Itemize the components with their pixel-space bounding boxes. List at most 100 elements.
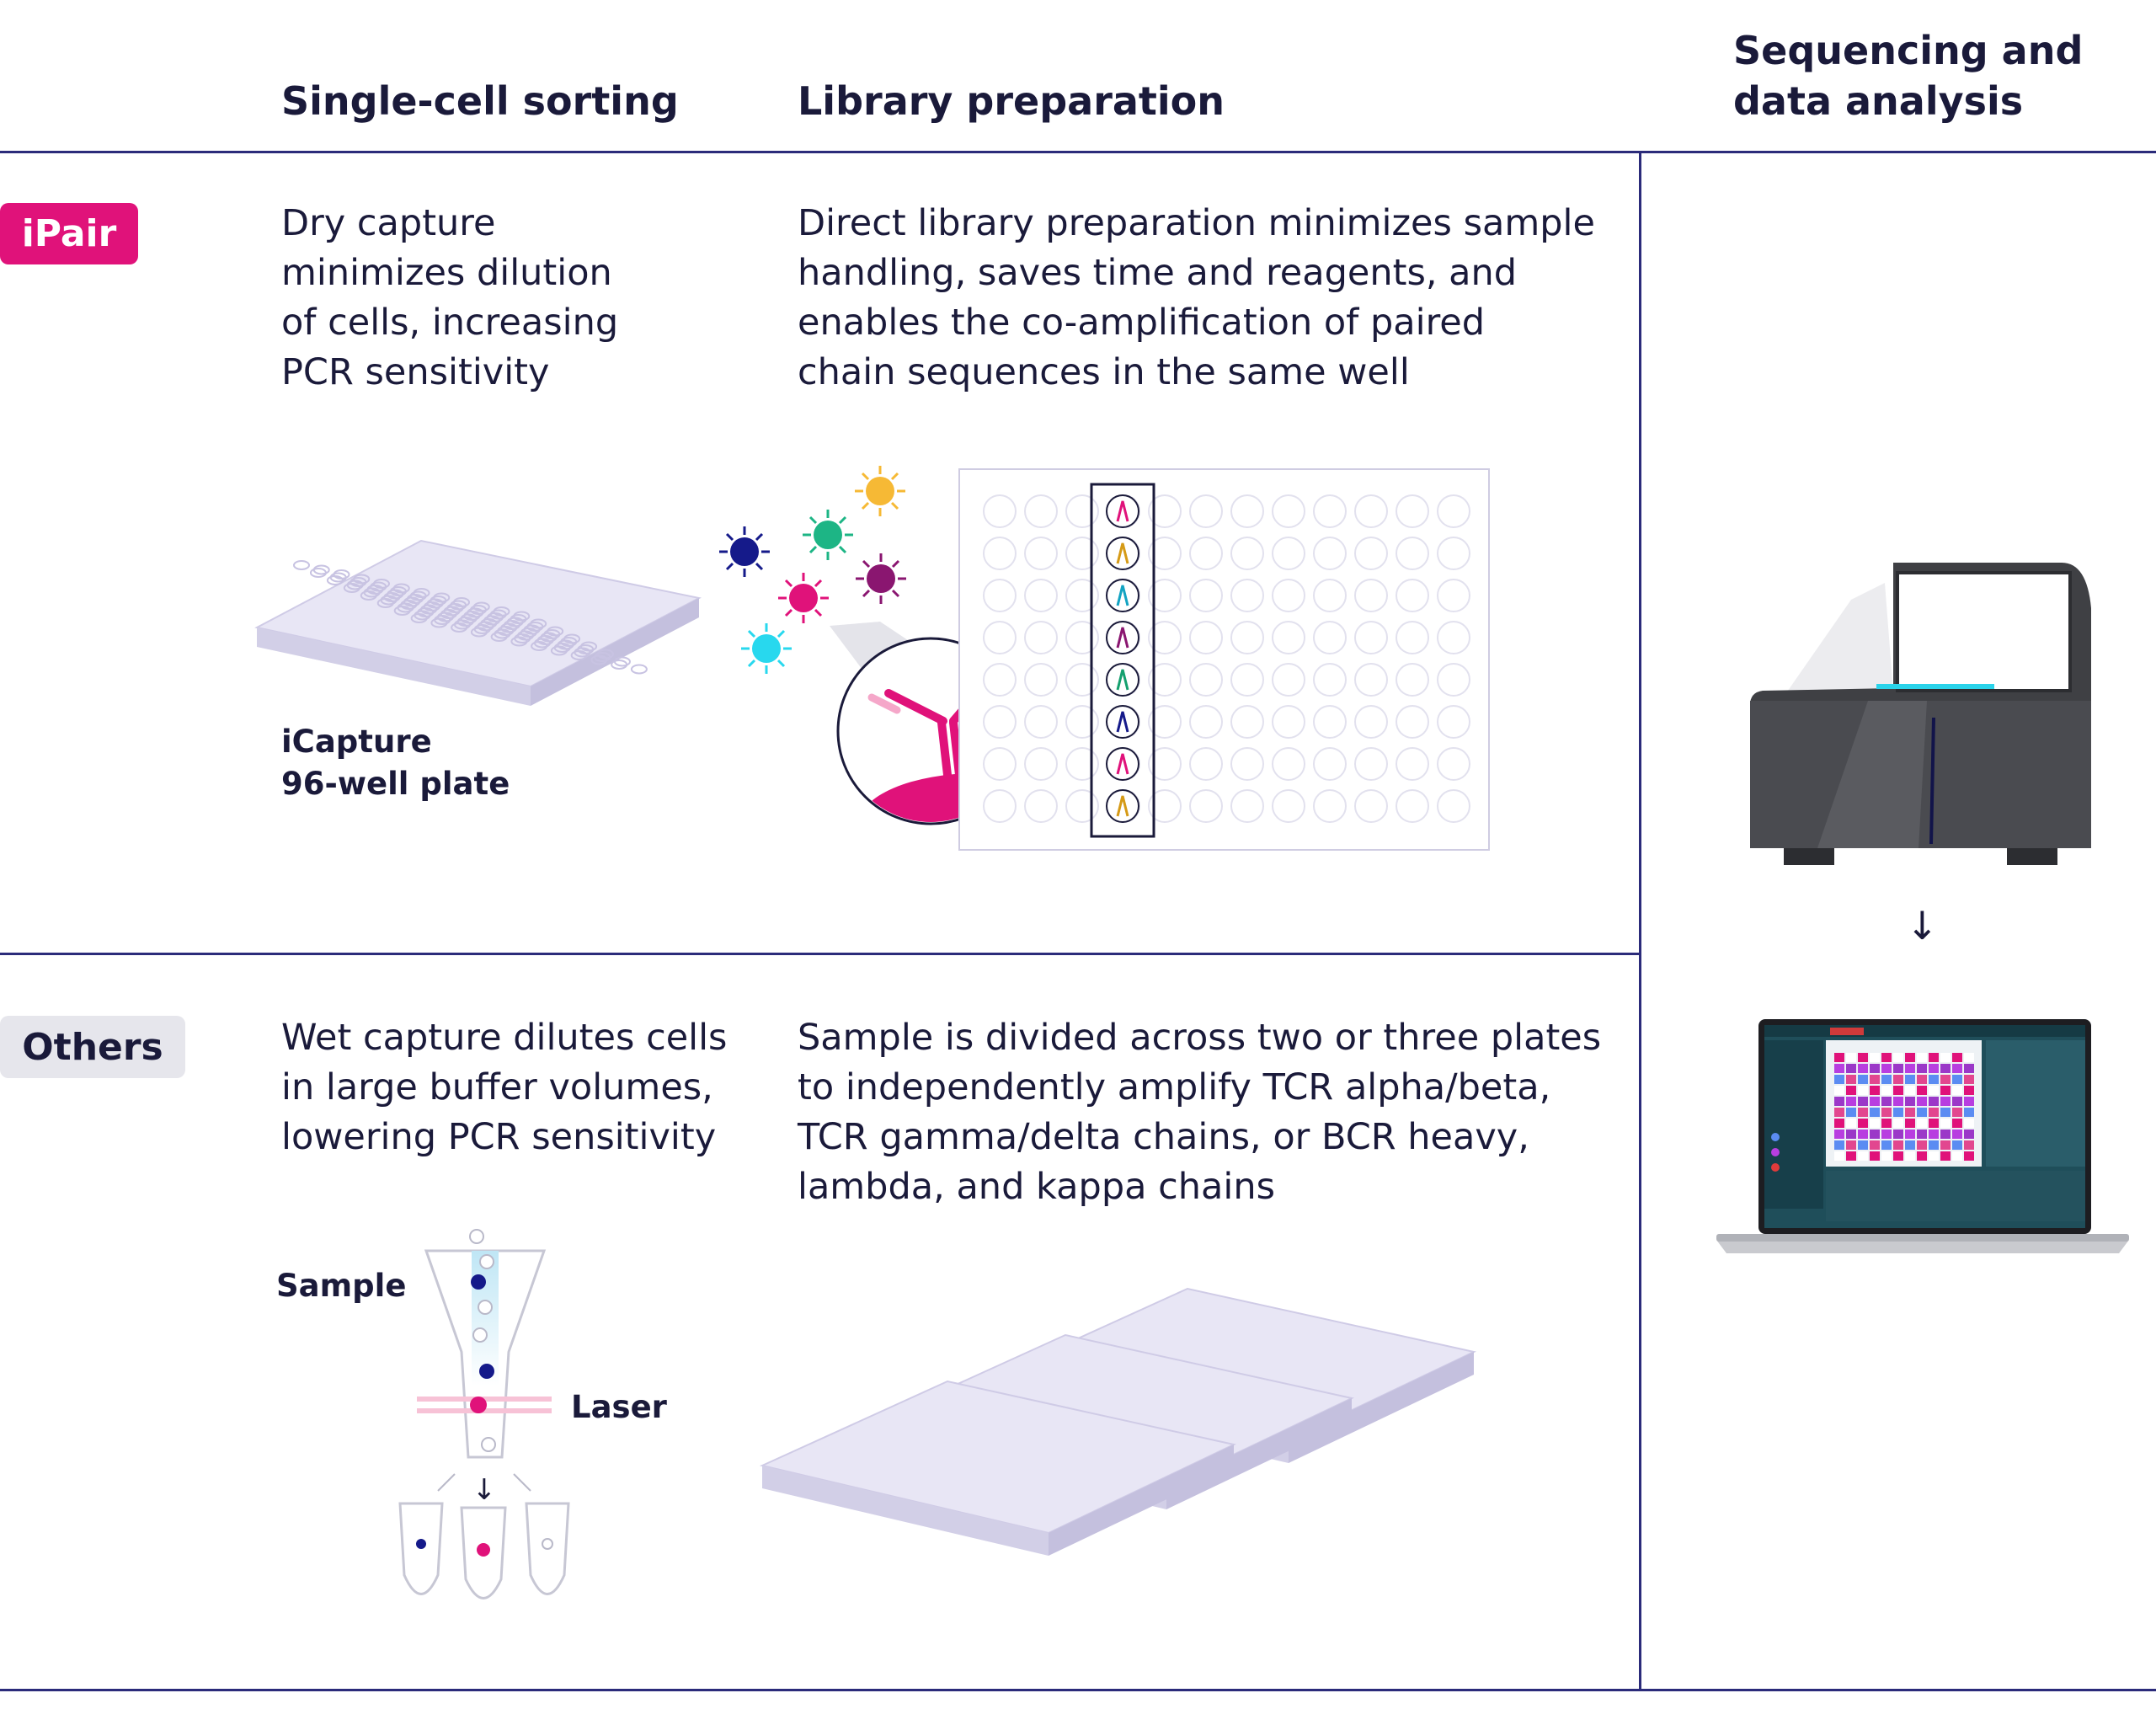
heatmap-cell (1893, 1130, 1903, 1139)
sample-cell (479, 1364, 494, 1379)
heatmap-cell (1964, 1130, 1974, 1139)
heatmap-cell (1846, 1064, 1856, 1073)
header-library-preparation: Library preparation (798, 78, 1225, 124)
plate-well (1024, 494, 1058, 528)
divider-vertical (1639, 152, 1641, 1690)
heatmap-cell (1858, 1108, 1868, 1117)
plate-well (1396, 621, 1429, 654)
plate-well (1437, 537, 1470, 570)
heatmap-cell (1881, 1097, 1892, 1106)
well-sequence-mark (1116, 500, 1129, 522)
heatmap-cell (1881, 1086, 1892, 1095)
heatmap-cell (1893, 1097, 1903, 1106)
icapture-plate-illustration (254, 539, 702, 706)
plate-well (312, 564, 330, 575)
heatmap-cell (1952, 1097, 1962, 1106)
heatmap-cell (1952, 1086, 1962, 1095)
heatmap-cell (1893, 1151, 1903, 1161)
heatmap-cell (1834, 1086, 1844, 1095)
icapture-label-line1: iCapture (281, 724, 432, 760)
heatmap-cell (1917, 1086, 1927, 1095)
heatmap-cell (1929, 1108, 1939, 1117)
heatmap-cell (1870, 1053, 1880, 1062)
others-sorting-line: in large buffer volumes, (281, 1066, 713, 1108)
heatmap-cell (1858, 1053, 1868, 1062)
heatmap-cell (1929, 1086, 1939, 1095)
heatmap-cell (1870, 1130, 1880, 1139)
heatmap-cell (1929, 1064, 1939, 1073)
heatmap-cell (1917, 1119, 1927, 1128)
heatmap-cell (1858, 1119, 1868, 1128)
heatmap-cell (1858, 1140, 1868, 1150)
heatmap-cell (1952, 1151, 1962, 1161)
heatmap-cell (1964, 1064, 1974, 1073)
software-legend-dot (1771, 1133, 1780, 1141)
plate-well (630, 664, 648, 675)
heatmap-cell (1917, 1053, 1927, 1062)
others-library-line: TCR gamma/delta chains, or BCR heavy, (798, 1116, 1529, 1158)
heatmap-cell (1858, 1064, 1868, 1073)
others-sorting-text: Wet capture dilutes cells in large buffe… (281, 1013, 727, 1162)
heatmap-cell (1940, 1086, 1951, 1095)
heatmap-cell (1952, 1075, 1962, 1084)
plate-well (570, 650, 588, 660)
plate-well (1313, 621, 1347, 654)
plate-well (1354, 621, 1388, 654)
heatmap-cell (1940, 1108, 1951, 1117)
highlighted-well (1106, 621, 1139, 654)
highlighted-well (1106, 579, 1139, 612)
heatmap-cell (1834, 1130, 1844, 1139)
heatmap-cell (1905, 1097, 1915, 1106)
plate-well (293, 560, 310, 570)
plate-well (1354, 747, 1388, 781)
heatmap-cell (1940, 1053, 1951, 1062)
plate-well (983, 663, 1017, 697)
ipair-sorting-line: of cells, increasing (281, 302, 619, 344)
heatmap-cell (1905, 1108, 1915, 1117)
plate-well (1189, 663, 1223, 697)
ipair-library-line: chain sequences in the same well (798, 351, 1410, 393)
plate-well (1189, 579, 1223, 612)
heatmap-cell (1940, 1130, 1951, 1139)
plate-well (1065, 494, 1099, 528)
plate-well (983, 494, 1017, 528)
heatmap-cell (1964, 1053, 1974, 1062)
plate-well (1024, 705, 1058, 739)
heatmap-cell (1870, 1140, 1880, 1150)
plate-well (393, 606, 411, 616)
plate-well (470, 627, 488, 638)
plate-well (1230, 494, 1264, 528)
heatmap-cell (1870, 1097, 1880, 1106)
plate-well (1024, 789, 1058, 823)
well-sequence-mark (1116, 795, 1129, 817)
heatmap-cell (1929, 1097, 1939, 1106)
plate-well (1189, 621, 1223, 654)
icapture-label: iCapture 96-well plate (281, 721, 510, 805)
highlighted-well (1106, 494, 1139, 528)
heatmap-cell (1870, 1064, 1880, 1073)
heatmap-cell (1846, 1053, 1856, 1062)
heatmap-cell (1893, 1086, 1903, 1095)
well-sequence-mark (1116, 542, 1129, 564)
ipair-library-text: Direct library preparation minimizes sam… (798, 199, 1595, 398)
arrow-down-icon: ↓ (472, 1473, 497, 1507)
heatmap-cell (1940, 1140, 1951, 1150)
plate-well (329, 572, 347, 583)
plate-well (1272, 705, 1305, 739)
three-plates-illustration (759, 1287, 1477, 1556)
heatmap-cell (1881, 1075, 1892, 1084)
plate-well (983, 579, 1017, 612)
plate-well (1148, 789, 1182, 823)
heatmap-cell (1846, 1151, 1856, 1161)
plate-well (983, 747, 1017, 781)
ipair-sorting-line: Dry capture (281, 202, 496, 244)
plate-well (1313, 494, 1347, 528)
heatmap-cell (1917, 1140, 1927, 1150)
heatmap-cell (1881, 1140, 1892, 1150)
heatmap-cell (1893, 1075, 1903, 1084)
plate-well (1230, 747, 1264, 781)
heatmap-cell (1858, 1130, 1868, 1139)
heatmap-cell (1870, 1086, 1880, 1095)
plate-well (1396, 789, 1429, 823)
divider-bottom (0, 1689, 2156, 1691)
